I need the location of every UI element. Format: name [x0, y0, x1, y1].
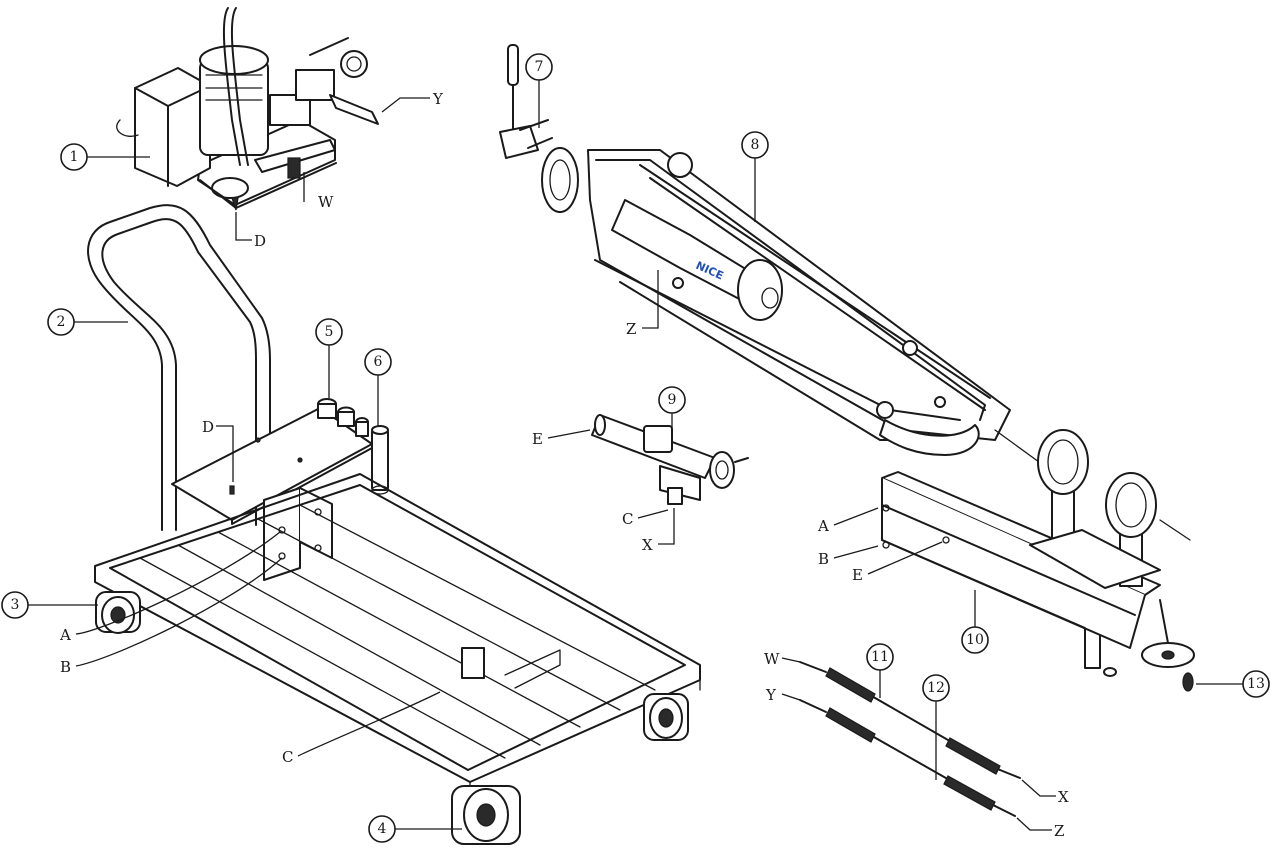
- svg-text:5: 5: [325, 324, 334, 340]
- caster-wheel-rear: [451, 785, 521, 845]
- callout-12: 12: [922, 674, 950, 780]
- hydraulic-hose-11: [799, 661, 1021, 779]
- svg-text:W: W: [764, 650, 780, 668]
- callout-8: 8: [741, 131, 769, 222]
- svg-text:Z: Z: [626, 320, 636, 338]
- svg-text:13: 13: [1247, 676, 1265, 692]
- connector-label-plate-d: D: [202, 418, 234, 482]
- connector-label-rail-b: B: [818, 545, 879, 568]
- connector-label-rail-e: E: [852, 541, 943, 584]
- connector-label-rail-a: A: [817, 507, 879, 535]
- connector-label-cart-c: C: [282, 691, 441, 766]
- callout-9: 9: [658, 386, 686, 438]
- callout-7: 7: [525, 53, 553, 128]
- connector-label-pump-d: D: [235, 212, 266, 250]
- svg-text:Z: Z: [1054, 822, 1064, 840]
- svg-text:C: C: [622, 510, 633, 528]
- cart-handle: [87, 204, 271, 531]
- svg-text:11: 11: [871, 649, 889, 665]
- callout-1: 1: [60, 143, 150, 171]
- callout-10: 10: [961, 590, 989, 654]
- connector-label-valve-c: C: [622, 509, 669, 528]
- callout-13: 13: [1196, 670, 1270, 698]
- connector-label-pump-w: W: [303, 172, 334, 211]
- svg-text:A: A: [817, 517, 829, 535]
- svg-text:D: D: [254, 232, 266, 250]
- svg-text:Y: Y: [765, 686, 777, 704]
- svg-text:10: 10: [966, 632, 984, 648]
- svg-text:7: 7: [535, 59, 544, 75]
- connector-label-hose-y: Y: [765, 686, 801, 704]
- svg-text:12: 12: [927, 680, 945, 696]
- svg-text:B: B: [60, 658, 71, 676]
- hydraulic-hose-12: [799, 699, 1016, 817]
- hand-lever-valve: [499, 44, 553, 159]
- svg-text:W: W: [318, 193, 334, 211]
- connector-label-hose-w: W: [764, 650, 801, 668]
- connector-label-pump-y: Y: [381, 90, 444, 113]
- callout-6: 6: [364, 348, 392, 426]
- svg-text:4: 4: [378, 821, 387, 837]
- svg-text:X: X: [642, 536, 653, 554]
- svg-text:C: C: [282, 748, 293, 766]
- callout-11: 11: [866, 643, 894, 698]
- callout-3: 3: [1, 591, 98, 619]
- svg-text:E: E: [852, 566, 863, 584]
- connector-label-valve-x: X: [642, 508, 675, 554]
- svg-text:2: 2: [57, 314, 66, 330]
- cart-mounting-plate: [171, 398, 389, 525]
- svg-text:X: X: [1058, 788, 1069, 806]
- svg-text:D: D: [202, 418, 214, 436]
- svg-text:Y: Y: [432, 90, 444, 108]
- svg-text:1: 1: [70, 149, 79, 165]
- callout-5: 5: [315, 318, 343, 398]
- svg-text:8: 8: [751, 137, 760, 153]
- svg-text:3: 3: [11, 597, 20, 613]
- callout-4: 4: [368, 815, 462, 843]
- connector-label-cart-a: A: [59, 531, 281, 644]
- svg-text:B: B: [818, 550, 829, 568]
- cart-frame: [94, 473, 701, 797]
- svg-text:A: A: [59, 626, 71, 644]
- cylinder-assembly: NICE: [541, 147, 1051, 471]
- connector-label-cyl-z: Z: [626, 270, 659, 338]
- rail-assembly: [881, 429, 1195, 692]
- hydraulic-pump-unit: [116, 7, 379, 211]
- caster-wheel-front-right: [643, 693, 689, 741]
- connector-label-valve-e: E: [532, 429, 591, 448]
- connector-label-cart-b: B: [60, 557, 283, 676]
- connector-label-hose-x: X: [1021, 779, 1069, 806]
- svg-text:E: E: [532, 430, 543, 448]
- connector-label-hose-z: Z: [1016, 817, 1064, 840]
- svg-text:6: 6: [374, 354, 383, 370]
- valve-fitting: [591, 414, 749, 505]
- svg-text:9: 9: [668, 392, 677, 408]
- callout-2: 2: [47, 308, 128, 336]
